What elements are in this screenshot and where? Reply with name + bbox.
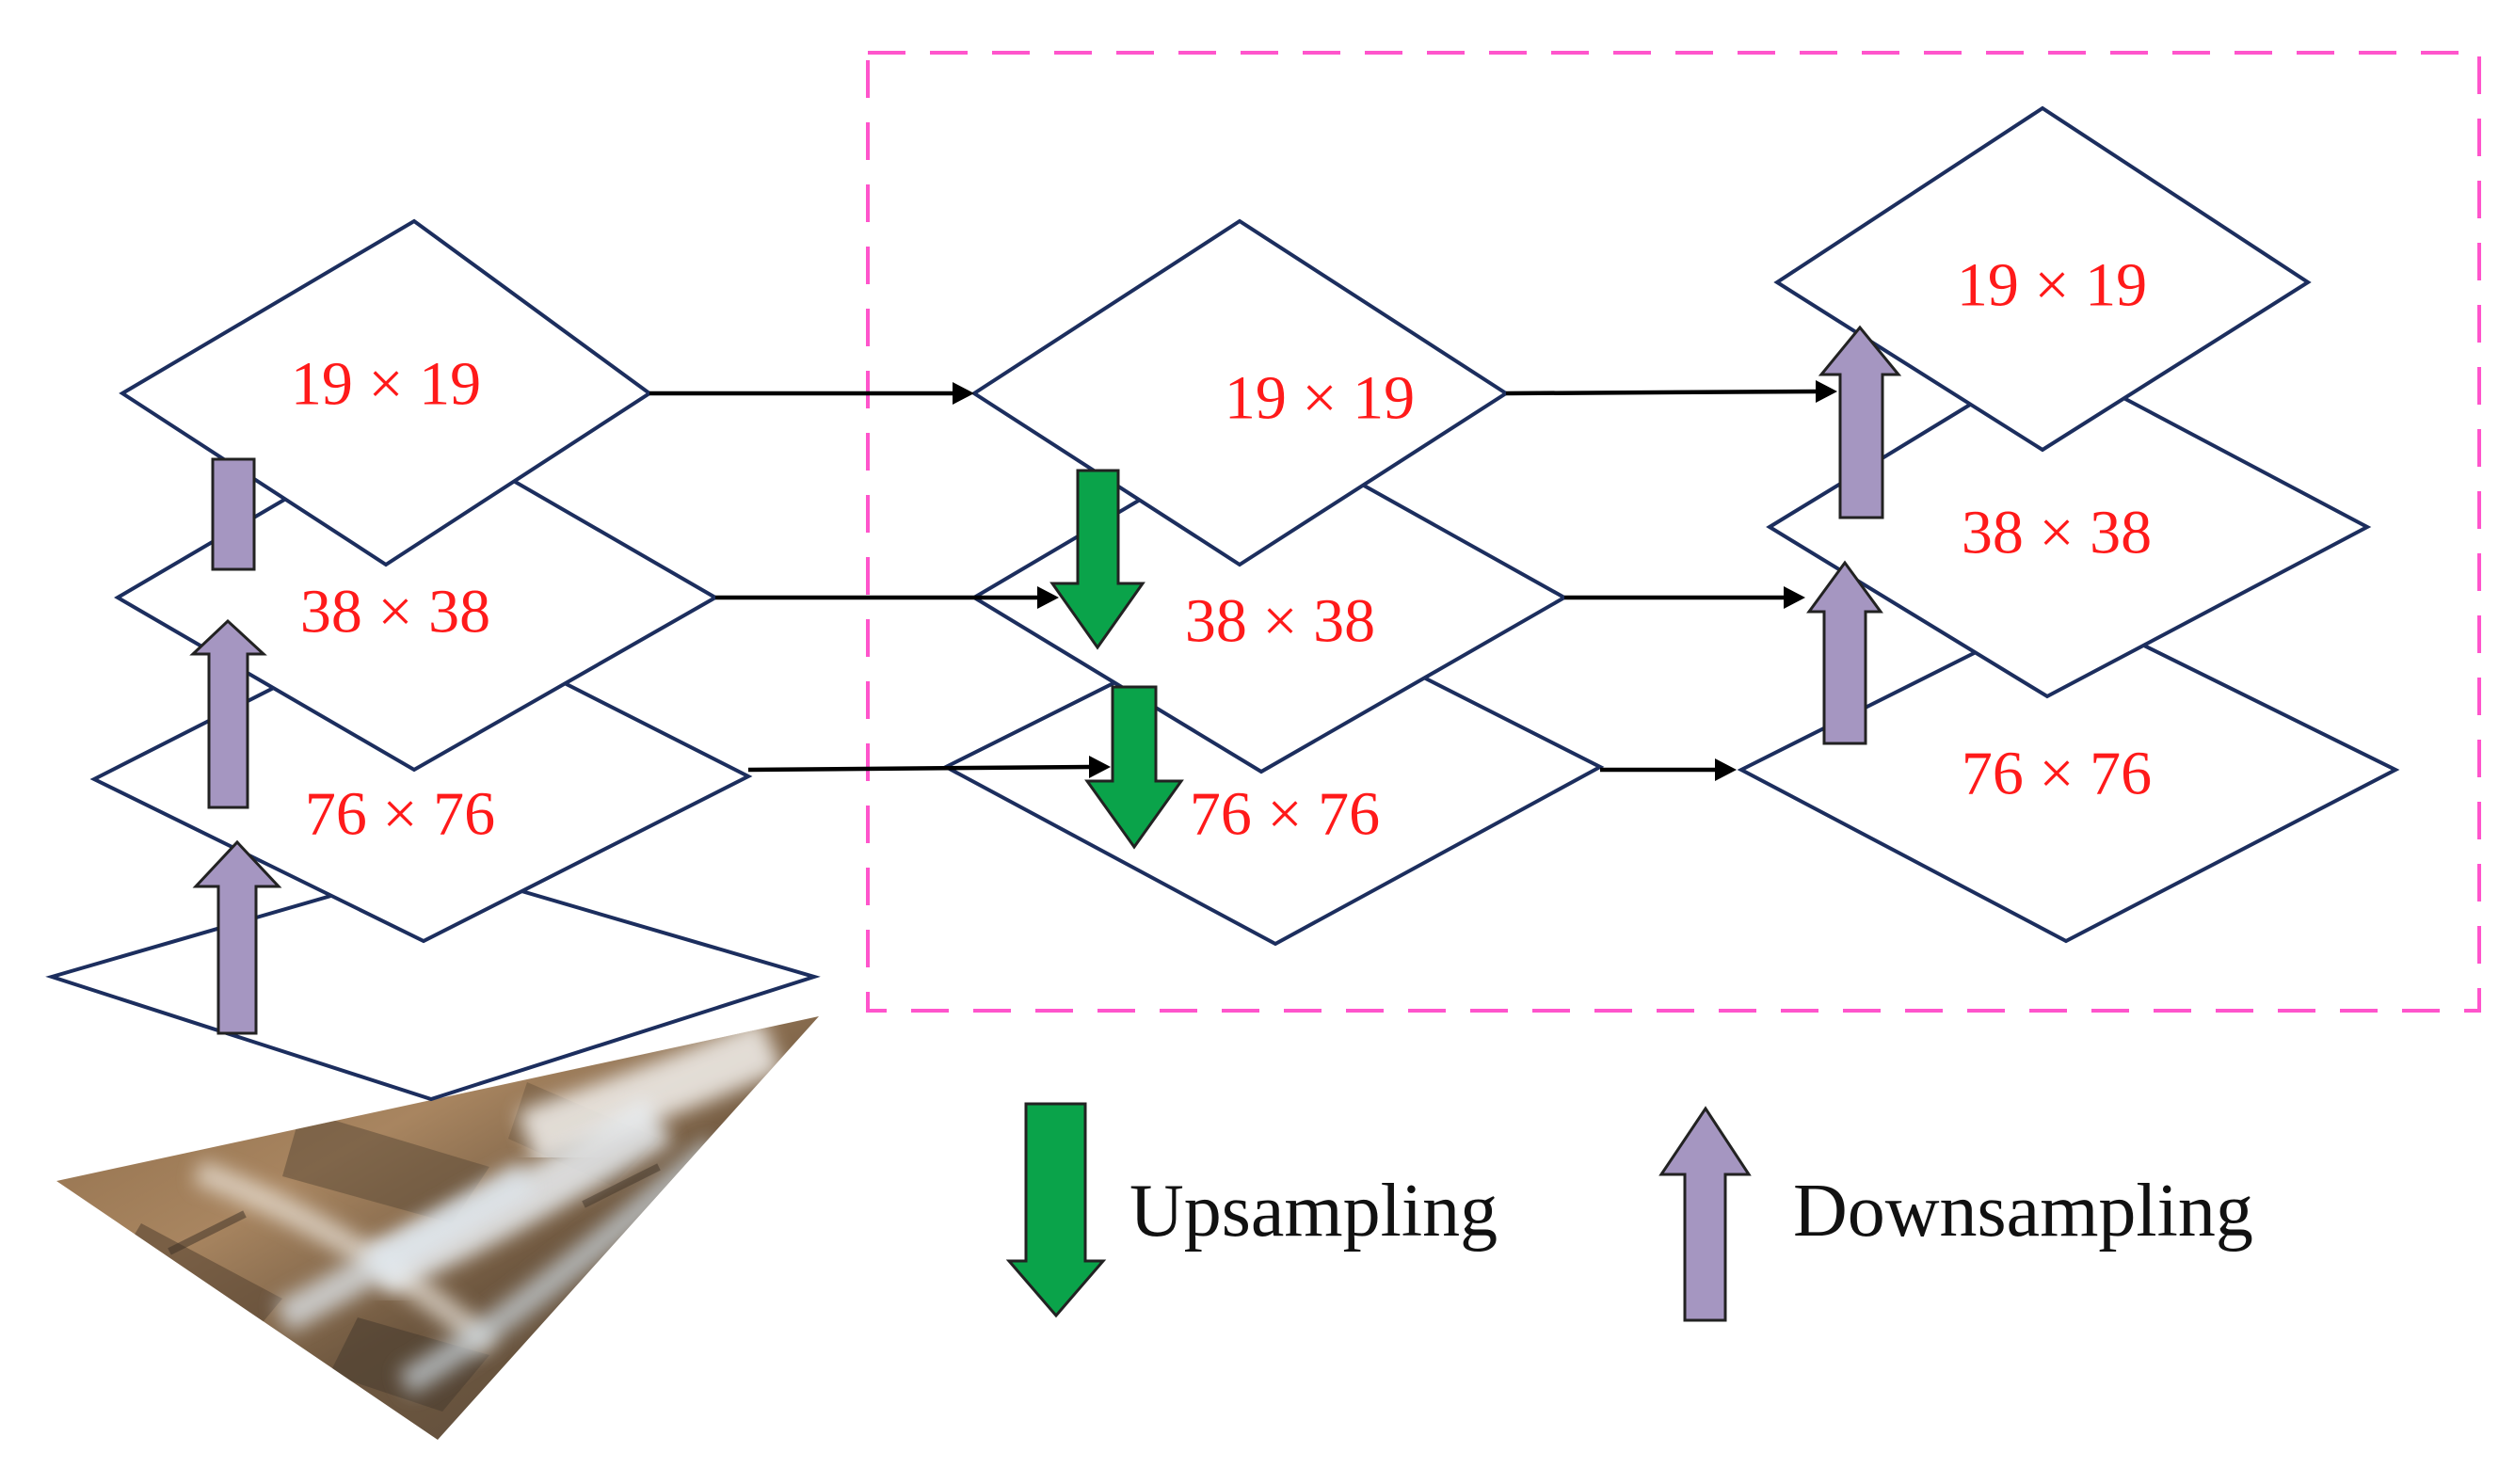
- backbone-downsample-arrow-3: [211, 457, 256, 571]
- connector-19-top-down-to-bottom-up: [1505, 389, 1818, 396]
- bottom-up-label-19: 19 × 19: [1957, 251, 2147, 320]
- bottom-up-plane-38: [1766, 355, 2372, 699]
- connector-38-backbone-to-top-down-head: [1037, 586, 1059, 609]
- backbone-label-76: 76 × 76: [305, 780, 495, 849]
- legend: Upsampling Downsampling: [1005, 1102, 2253, 1322]
- bottom-up-label-76: 76 × 76: [1962, 740, 2152, 808]
- connector-76-backbone-to-top-down-head: [1089, 756, 1111, 778]
- satellite-image: [56, 1016, 819, 1440]
- connector-19-backbone-to-top-down-head: [953, 382, 974, 405]
- backbone-downsample-arrow-1: [192, 839, 282, 1035]
- bottom-up-plane-76: [1737, 604, 2400, 944]
- legend-downsampling-label: Downsampling: [1793, 1170, 2253, 1253]
- legend-upsampling-label: Upsampling: [1129, 1170, 1498, 1253]
- top-down-label-38: 38 × 38: [1185, 587, 1375, 656]
- top-down-label-76: 76 × 76: [1190, 780, 1380, 849]
- connector-38-top-down-to-bottom-up-head: [1784, 586, 1805, 609]
- top-down-upsample-arrow-1: [1049, 469, 1145, 650]
- top-down-upsample-arrow-2: [1084, 685, 1184, 850]
- backbone-label-19: 19 × 19: [291, 350, 481, 419]
- bottom-up-label-38: 38 × 38: [1962, 499, 2152, 567]
- top-down-label-19: 19 × 19: [1225, 364, 1415, 433]
- bottom-up-downsample-arrow-1: [1806, 560, 1883, 745]
- connector-76-backbone-to-top-down: [747, 764, 1091, 773]
- bottom-up-downsample-arrow-2: [1818, 325, 1902, 519]
- connector-19-top-down-to-bottom-up-head: [1816, 380, 1837, 403]
- down-arrow-icon: [1005, 1102, 1107, 1318]
- bottom-up-plane-19: [1773, 105, 2312, 453]
- connector-76-top-down-to-bottom-up-head: [1715, 758, 1737, 781]
- backbone-label-38: 38 × 38: [300, 578, 490, 646]
- up-arrow-icon: [1658, 1106, 1752, 1322]
- backbone-downsample-arrow-2: [189, 618, 267, 809]
- neck-region-box: [866, 51, 2481, 1013]
